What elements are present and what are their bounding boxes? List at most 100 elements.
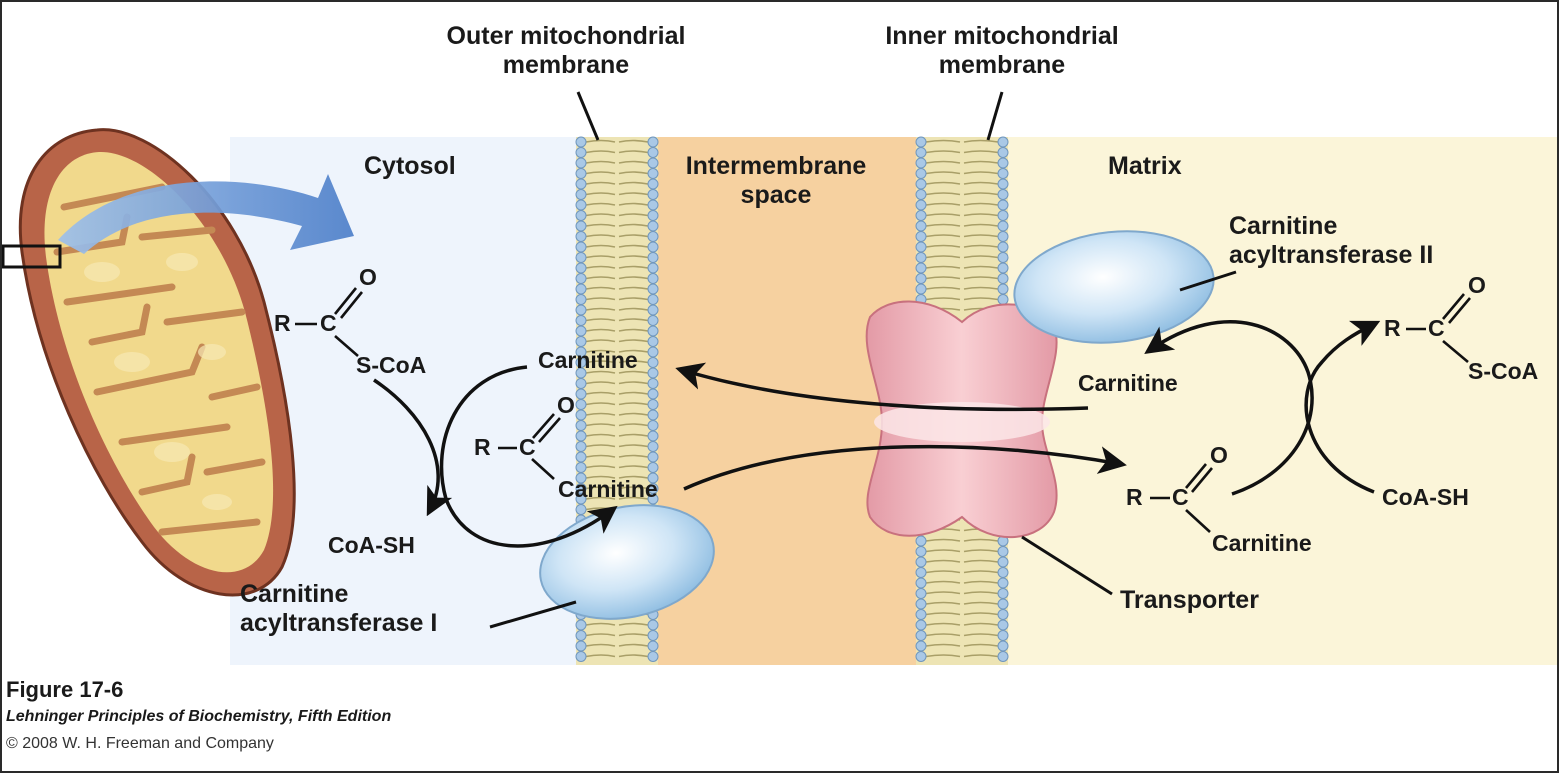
lipid-head <box>915 231 927 242</box>
lipid-head <box>575 262 587 274</box>
lipid-head <box>915 283 927 295</box>
lipid-head <box>647 168 659 179</box>
lipid-head <box>647 420 659 431</box>
lipid-head <box>647 346 659 358</box>
lipid-head <box>575 199 587 211</box>
lipid-head <box>575 630 587 641</box>
lipid-head <box>575 430 587 442</box>
lipid-tails <box>585 402 649 406</box>
matrix-acyl-coa-bonds <box>1406 293 1471 363</box>
cat1-label: Carnitine acyltransferase I <box>240 580 437 638</box>
lipid-tails <box>585 213 649 217</box>
lipid-head <box>575 283 587 295</box>
lipid-head <box>915 157 927 169</box>
inner-membrane-label-line2: membrane <box>938 50 1066 79</box>
lipid-tails <box>925 601 999 605</box>
lipid-head <box>575 378 587 389</box>
lipid-tails <box>585 412 649 416</box>
matrix-region <box>1008 137 1557 665</box>
matrix-acylcarnitine-carnitine: Carnitine <box>1212 530 1312 556</box>
lipid-head <box>647 357 659 368</box>
intermembrane-space-label: Intermembrane space <box>676 152 876 210</box>
lipid-tails <box>925 559 999 563</box>
lipid-head <box>575 273 587 284</box>
cytosol-carnitine: Carnitine <box>538 347 638 373</box>
lipid-head <box>647 325 659 337</box>
lipid-tails <box>585 454 649 458</box>
lipid-head <box>647 273 659 284</box>
lipid-tails <box>585 486 649 490</box>
cat2-label-line1: Carnitine <box>1229 212 1338 240</box>
intermembrane-label-line2: space <box>740 180 812 209</box>
lipid-head <box>915 619 927 631</box>
lipid-head <box>647 451 659 463</box>
cytosol-acyl-c: C <box>320 310 337 336</box>
lipid-tails <box>585 328 649 332</box>
lipid-head <box>575 441 587 452</box>
lipid-head <box>997 147 1009 158</box>
lipid-head <box>997 577 1009 589</box>
lipid-head <box>997 262 1009 274</box>
cytosol-region <box>230 137 576 665</box>
lipid-head <box>997 619 1009 631</box>
lipid-tails <box>585 465 649 469</box>
lipid-head <box>915 577 927 589</box>
cytosol-coa-sh: CoA-SH <box>328 532 415 558</box>
lipid-tails <box>585 360 649 364</box>
lipid-tails <box>585 202 649 206</box>
matrix-coa-cycle-arrow <box>1304 320 1381 494</box>
lipid-head <box>997 199 1009 211</box>
matrix-label: Matrix <box>1108 152 1182 180</box>
leader-lines <box>489 91 1237 629</box>
intermembrane-label-line1: Intermembrane <box>685 152 867 180</box>
lipid-head <box>647 304 659 316</box>
matrix-acylcarnitine-o: O <box>1210 442 1228 468</box>
lipid-tails <box>585 339 649 343</box>
lipid-tails <box>585 643 649 647</box>
matrix-acyl-c: C <box>1428 315 1445 341</box>
lipid-tails <box>925 202 999 206</box>
lipid-head <box>647 619 659 631</box>
lipid-tails <box>585 181 649 185</box>
lipid-head <box>647 430 659 442</box>
lipid-head <box>647 157 659 169</box>
matrix-carnitine: Carnitine <box>1078 370 1178 396</box>
lipid-head <box>915 262 927 274</box>
lipid-head <box>915 535 927 547</box>
cytosol-acylcarnitine-carnitine: Carnitine <box>558 476 658 502</box>
lipid-head <box>915 168 927 179</box>
cytosol-acyl-scoa: S-CoA <box>356 352 427 378</box>
outer-membrane-label-line1: Outer mitochondrial <box>446 22 686 50</box>
lipid-tails <box>585 381 649 385</box>
lipid-head <box>997 210 1009 221</box>
lipid-tails <box>585 265 649 269</box>
cytosol-acyl-r: R <box>274 310 291 336</box>
lipid-tails <box>585 370 649 374</box>
cytosol-acylcarnitine-c: C <box>519 434 536 460</box>
lipid-tails <box>925 223 999 227</box>
lipid-head <box>997 640 1009 652</box>
matrix-acyl-o: O <box>1468 272 1486 298</box>
lipid-head <box>997 178 1009 190</box>
lipid-tails <box>585 192 649 196</box>
carnitine-return-arrow <box>675 362 1089 412</box>
lipid-tails <box>925 549 999 553</box>
lipid-head <box>575 178 587 190</box>
lipid-head <box>915 241 927 253</box>
lipid-head <box>647 399 659 410</box>
lipid-tails <box>585 633 649 637</box>
cytosol-acyl-o: O <box>359 264 377 290</box>
figure-number: Figure 17-6 <box>6 677 124 702</box>
lipid-head <box>997 220 1009 232</box>
lipid-head <box>575 388 587 400</box>
lipid-tails <box>585 307 649 311</box>
lipid-tails <box>585 150 649 154</box>
lipid-head <box>575 409 587 421</box>
lipid-head <box>647 378 659 389</box>
lipid-tails <box>925 255 999 259</box>
lipid-tails <box>925 160 999 164</box>
lipid-tails <box>585 318 649 322</box>
lipid-head <box>997 294 1009 305</box>
lipid-head <box>647 189 659 200</box>
lipid-tails <box>585 171 649 175</box>
